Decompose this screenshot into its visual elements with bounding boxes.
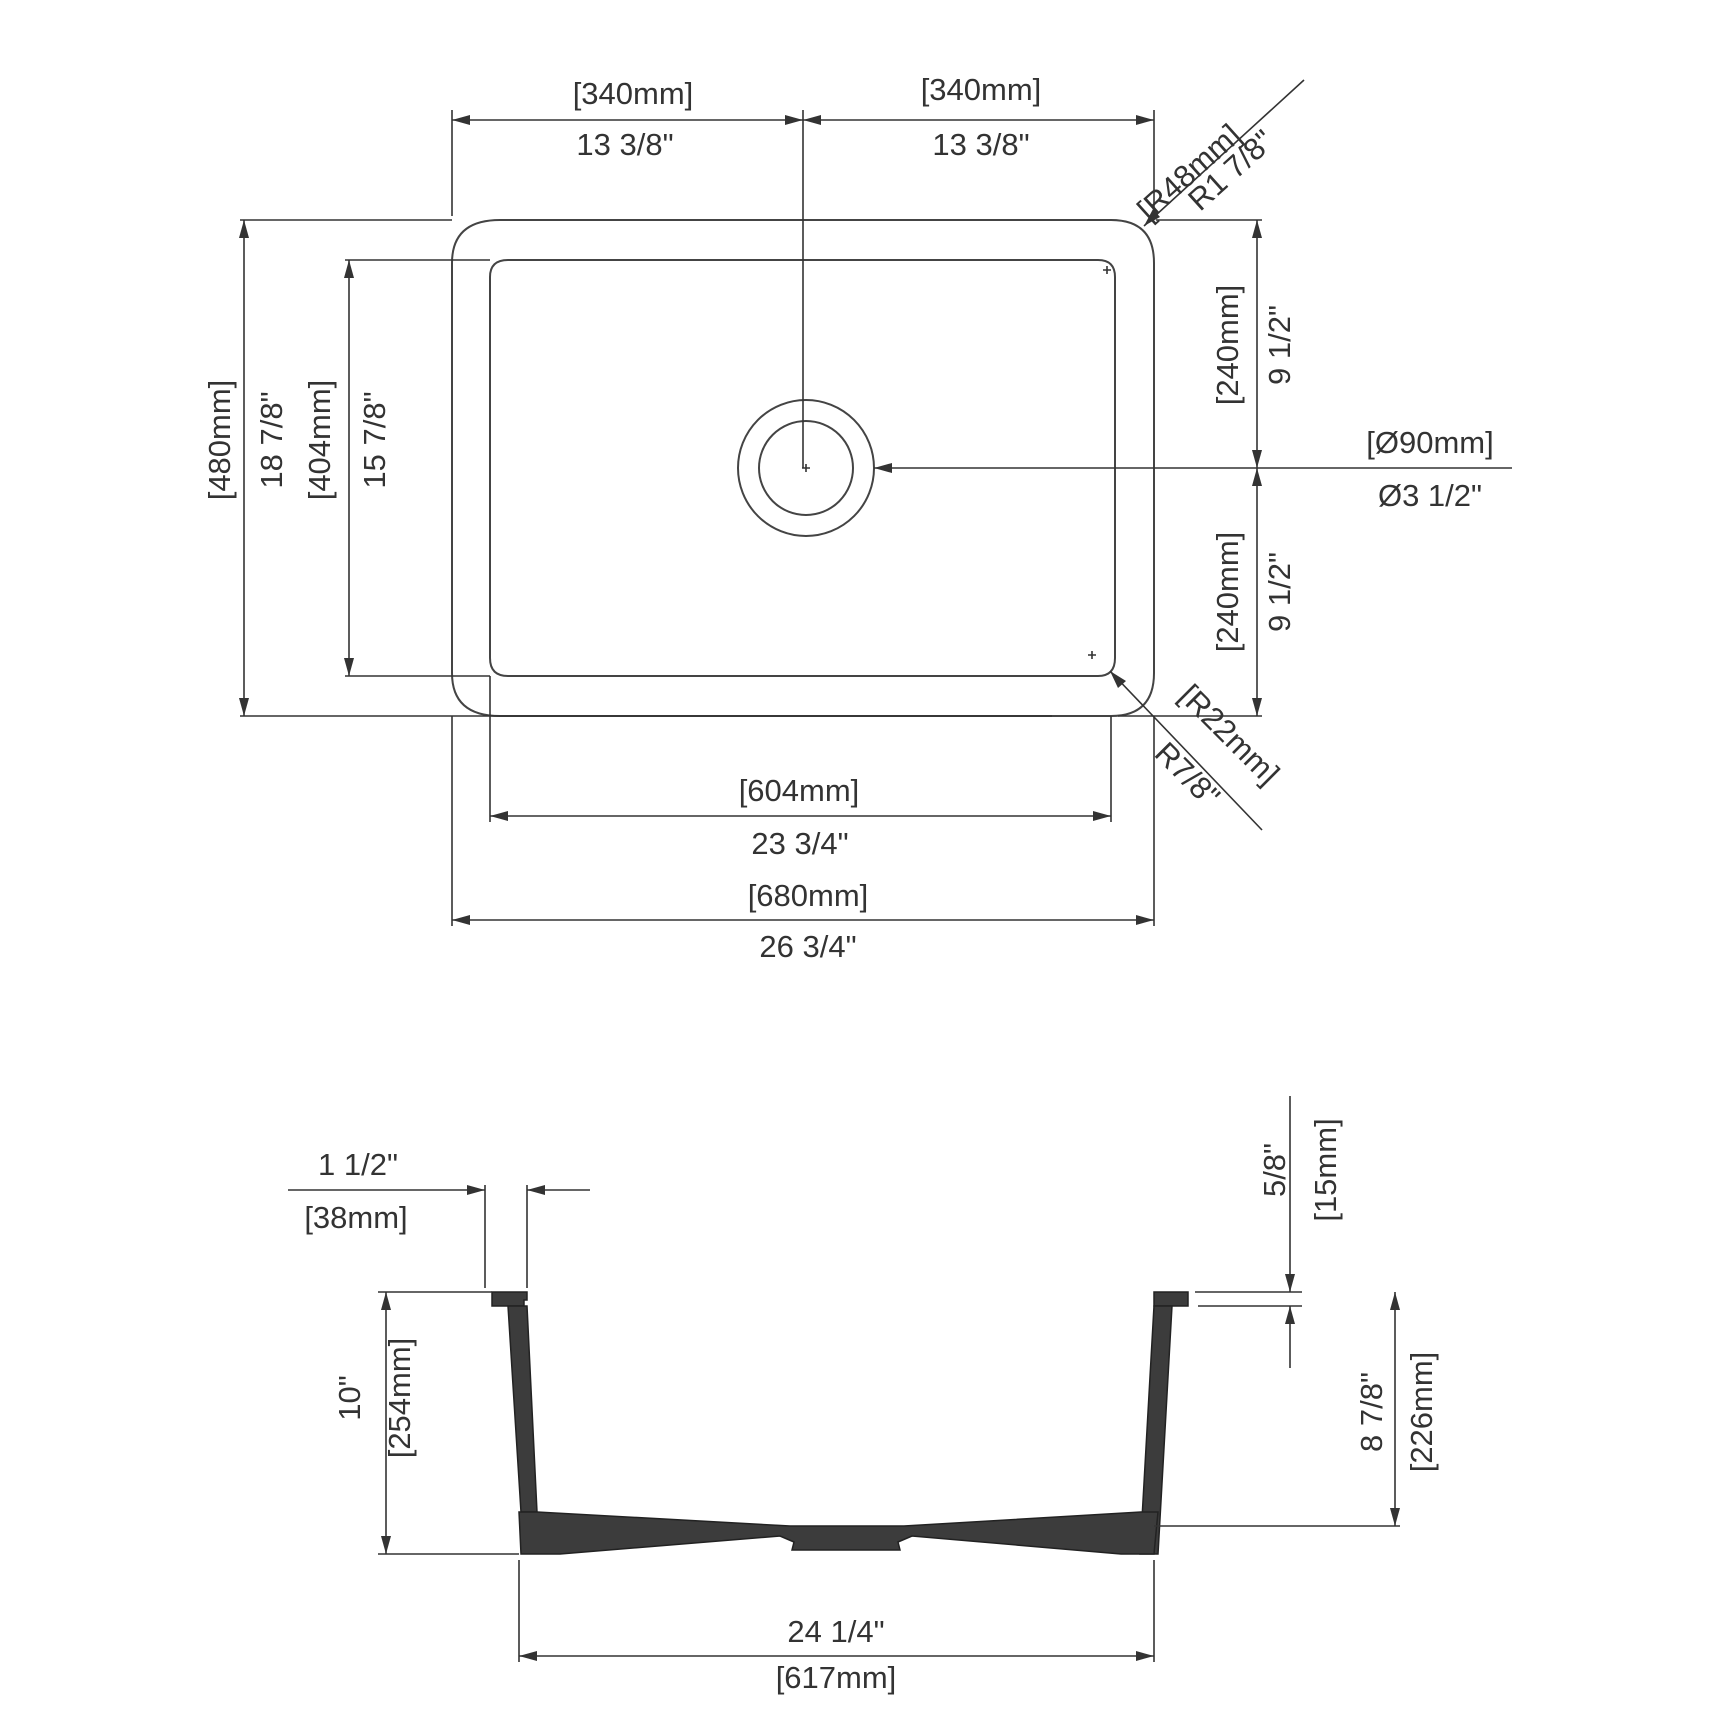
sink-bowl-outline [489,259,1116,677]
right-wall [1139,1305,1173,1555]
overall-width-in: 26 3/4" [759,929,856,964]
drain-diameter-mm: [Ø90mm] [1366,425,1493,460]
drain-to-back-mm: [240mm] [1210,285,1245,406]
inner-width-mm: [604mm] [739,773,860,808]
overall-depth-in: 18 7/8" [254,391,289,488]
drain-to-front-in: 9 1/2" [1262,552,1297,632]
half-width-right-mm: [340mm] [921,72,1042,107]
overall-height-mm: [254mm] [382,1338,417,1459]
side-view: 1 1/2" [38mm] 5/8" [15mm] 10" [254mm] 8 … [288,1096,1439,1695]
inner-depth-mm: [404mm] [302,380,337,501]
top-view: [340mm] 13 3/8" [340mm] 13 3/8" [R48mm] … [202,72,1512,964]
drain-to-front-mm: [240mm] [1210,532,1245,653]
right-rim [1153,1291,1189,1307]
half-width-left-mm: [340mm] [573,76,694,111]
overall-width-mm: [680mm] [748,878,869,913]
half-width-left-in: 13 3/8" [576,127,673,162]
sink-bottom [518,1511,1159,1555]
bottom-width-in: 24 1/4" [787,1614,884,1649]
rim-thickness-in: 5/8" [1257,1143,1292,1197]
drain-inner-circle [758,420,854,516]
left-rim [491,1291,528,1307]
inner-depth-in: 15 7/8" [357,391,392,488]
drain-to-back-in: 9 1/2" [1262,305,1297,385]
rim-width-mm: [38mm] [304,1200,407,1235]
left-wall [507,1305,538,1513]
half-width-right-in: 13 3/8" [932,127,1029,162]
inner-radius-in: R7/8" [1148,735,1227,814]
bottom-width-mm: [617mm] [776,1660,897,1695]
inner-height-mm: [226mm] [1404,1352,1439,1473]
overall-depth-mm: [480mm] [202,380,237,501]
drain-diameter-in: Ø3 1/2" [1378,478,1482,513]
overall-height-in: 10" [332,1375,367,1421]
inner-width-in: 23 3/4" [751,826,848,861]
rim-width-in: 1 1/2" [318,1147,398,1182]
rim-thickness-mm: [15mm] [1308,1118,1343,1221]
inner-height-in: 8 7/8" [1354,1372,1389,1452]
